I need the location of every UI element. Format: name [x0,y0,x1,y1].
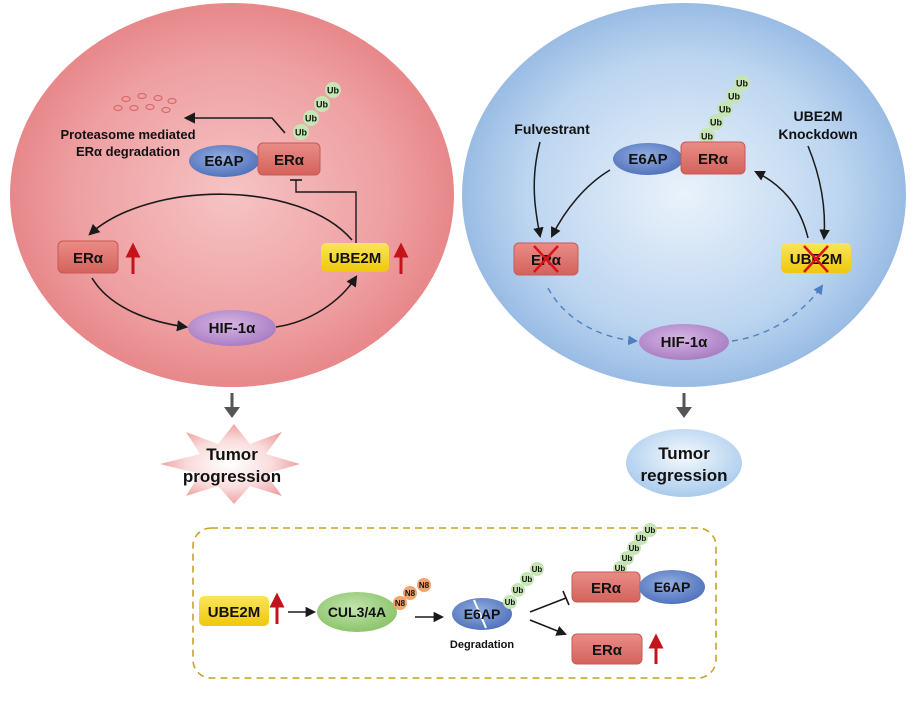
ube2m-label: UBE2M [329,250,382,267]
ube2m-cross-mark [803,245,829,273]
right-cell: Fulvestrant UBE2M Knockdown Ub Ub Ub Ub … [462,3,906,387]
e6ap-to-era-arrow [551,169,611,238]
tumor-regression-oval [626,429,742,497]
outcome-arrow-head [676,407,692,418]
e6ap-oval [613,143,683,175]
left-outcome: Tumor progression [160,393,300,504]
right-outcome: Tumor regression [626,393,742,497]
era-complex-label: ERα [274,152,305,169]
ub-label: Ub [701,132,713,142]
fulvestrant-label: Fulvestrant [514,121,590,137]
e6ap-oval [189,145,259,177]
ub-label: Ub [615,564,626,573]
right-cell-body [462,3,906,387]
outcome-arrow-head [224,407,240,418]
ub-label: Ub [295,128,307,138]
ube2m-box [321,243,389,272]
proteasome-dots [113,92,177,114]
mech-e6ap-top-oval [639,570,705,604]
ub-label: Ub [522,575,533,584]
era-to-hif-arrow [91,277,189,332]
ube2m-to-era-arrow [88,193,353,241]
fulvestrant-arrow [533,141,544,239]
left-ub-chain: Ub Ub Ub Ub [293,82,341,140]
era-complex-box [257,142,321,176]
outcome-line1: Tumor [206,445,258,464]
ub-label: Ub [629,544,640,553]
mech-ube2m-box [199,596,269,626]
ub-label: Ub [622,554,633,563]
ub-label: Ub [645,526,656,535]
era-to-hif-dashed-arrow [547,287,638,346]
degradation-label: Degradation [450,639,514,651]
knockdown-label-line2: Knockdown [778,126,857,142]
knockdown-arrow [807,145,830,241]
proteasome-label-line2: ERα degradation [76,144,180,159]
ub-label: Ub [710,118,722,128]
hif-to-ube2m-dashed-arrow [731,284,824,342]
e6ap-degradation-crack [473,599,487,629]
ub-label: Ub [532,565,543,574]
knockdown-label-line1: UBE2M [793,108,842,124]
mech-inhibition-bar [562,590,570,606]
mechanism-dashed-border [192,527,717,679]
era-box [57,240,119,274]
ub-label: Ub [719,105,731,115]
degradation-arrow [183,112,286,134]
ube2m-to-complex-arrow [754,171,809,239]
ub-label: Ub [513,586,524,595]
n8-label: N8 [405,589,416,598]
n8-chain: N8 N8 N8 [393,578,431,610]
proteasome-label-line1: Proteasome mediated [60,127,195,142]
hif-label: HIF-1α [209,320,257,337]
mech-era-top-label: ERα [591,580,622,597]
e6ap-label: E6AP [204,153,243,170]
n8-label: N8 [395,599,406,608]
mechanism-panel: UBE2M CUL3/4A N8 N8 N8 E6AP Degradation … [192,523,717,679]
e6ap-label: E6AP [628,151,667,168]
ub-label: Ub [316,100,328,110]
mech-era-ub-chain: Ub Ub Ub Ub Ub [613,523,657,575]
tumor-progression-burst [160,424,300,504]
left-cell: Proteasome mediated ERα degradation Ub U… [10,3,454,387]
ub-label: Ub [505,598,516,607]
mech-inhibition-line [529,597,567,613]
outcome-line1: Tumor [658,444,710,463]
mech-ube2m-label: UBE2M [208,604,261,621]
mech-e6ap-top-label: E6AP [654,579,691,595]
mech-e6ap-ub-chain: Ub Ub Ub Ub [503,562,544,609]
inhibition-line [295,180,357,244]
mech-arrow-to-era [529,619,567,636]
mech-era-bottom-label: ERα [592,642,623,659]
outcome-line2: regression [641,466,728,485]
mech-e6ap-label: E6AP [464,606,501,622]
mech-era-bottom-box [571,633,643,665]
n8-label: N8 [419,581,430,590]
era-label: ERα [73,250,104,267]
outcome-line2: progression [183,467,281,486]
hif-oval [188,310,276,346]
hif-oval [639,324,729,360]
ub-label: Ub [736,79,748,89]
cul-label: CUL3/4A [328,604,386,620]
era-complex-label: ERα [698,151,729,168]
hif-to-ube2m-arrow [275,275,358,328]
ub-label: Ub [327,86,339,96]
ub-label: Ub [728,92,740,102]
hif-label: HIF-1α [661,334,709,351]
cul-oval [317,592,397,632]
ub-label: Ub [636,534,647,543]
ub-label: Ub [305,114,317,124]
era-cross-mark [533,245,559,273]
right-ub-chain: Ub Ub Ub Ub Ub [699,75,750,144]
era-complex-box [680,141,746,175]
mech-e6ap-oval [452,598,512,630]
